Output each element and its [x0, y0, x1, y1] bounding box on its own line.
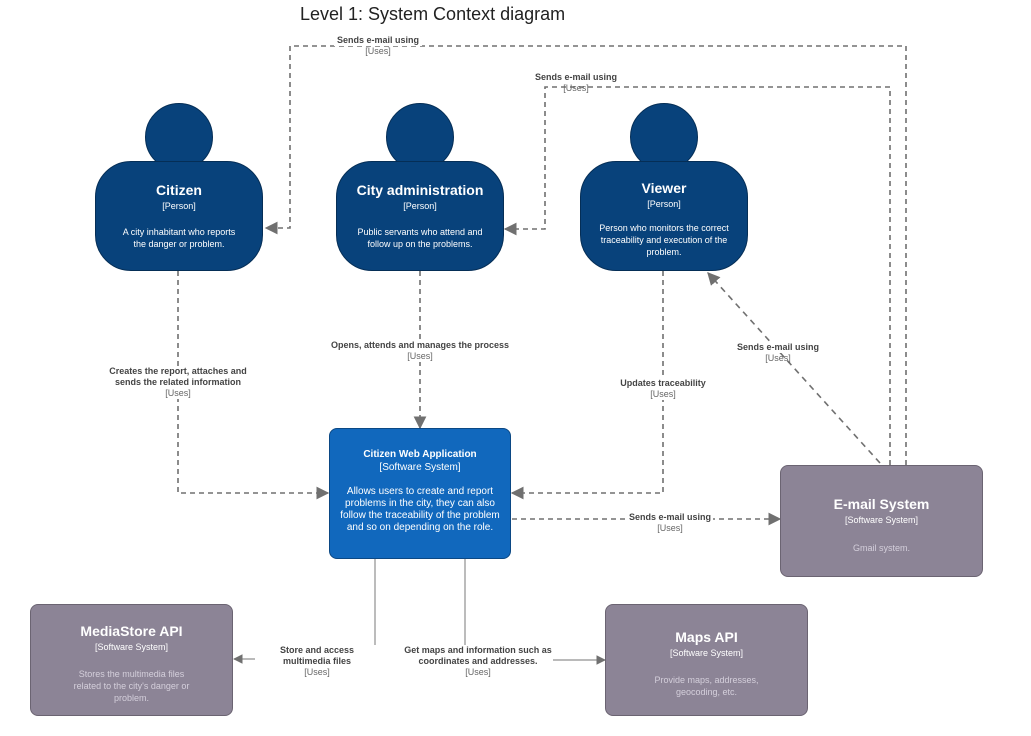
- node-title: Citizen: [156, 182, 202, 198]
- node-kind: [Software System]: [379, 462, 461, 473]
- edge-label-text: Sends e-mail using: [333, 35, 423, 46]
- edge-label-tech: [Uses]: [563, 83, 589, 93]
- node-description: A city inhabitant who reports the danger…: [122, 227, 236, 249]
- edge-label-viewer-webapp: Updates traceability [Uses]: [620, 378, 706, 400]
- node-kind: [Software System]: [94, 642, 169, 652]
- edge-email-viewer: [707, 272, 881, 464]
- system-email[interactable]: E-mail System [Software System] Gmail sy…: [780, 465, 983, 577]
- edge-label-tech: [Uses]: [365, 46, 391, 56]
- node-description: Stores the multimedia files related to t…: [73, 669, 190, 703]
- edge-label-tech: [Uses]: [657, 523, 683, 533]
- system-maps-api[interactable]: Maps API [Software System] Provide maps,…: [605, 604, 808, 716]
- node-title: City administration: [356, 182, 484, 198]
- edge-label-tech: [Uses]: [407, 351, 433, 361]
- person-citizen[interactable]: Citizen [Person] A city inhabitant who r…: [95, 103, 263, 271]
- diagram-title: Level 1: System Context diagram: [300, 4, 566, 24]
- edge-label-tech: [Uses]: [165, 388, 191, 398]
- edge-label-webapp-media: Store and access multimedia files [Uses]: [255, 645, 379, 678]
- edge-label-text: Store and access multimedia files: [279, 645, 355, 666]
- node-kind: [Software System]: [844, 515, 919, 525]
- edge-label-admin-webapp: Opens, attends and manages the process […: [330, 340, 510, 362]
- node-description: Allows users to create and report proble…: [340, 486, 500, 533]
- edge-citizen-webapp: [177, 271, 330, 500]
- node-kind: [Person]: [647, 199, 681, 209]
- edge-label-tech: [Uses]: [765, 353, 791, 363]
- system-citizen-web-application[interactable]: Citizen Web Application [Software System…: [329, 428, 511, 559]
- edge-label-text: Sends e-mail using: [733, 342, 823, 353]
- node-description: Provide maps, addresses, geocoding, etc.: [654, 675, 759, 697]
- node-description: Public servants who attend and follow up…: [357, 227, 483, 249]
- person-head: [145, 103, 213, 171]
- edge-label-email-viewer: Sends e-mail using [Uses]: [733, 342, 823, 364]
- edge-email-citizen: [264, 45, 907, 465]
- node-kind: [Person]: [403, 201, 437, 211]
- node-kind: [Person]: [162, 201, 196, 211]
- edge-label-citizen-webapp: Creates the report, attaches and sends t…: [98, 366, 258, 399]
- edge-label-email-citizen: Sends e-mail using [Uses]: [333, 35, 423, 57]
- edge-label-text: Get maps and information such as coordin…: [404, 645, 552, 666]
- edge-label-webapp-email: Sends e-mail using [Uses]: [626, 512, 714, 534]
- node-title: Viewer: [641, 180, 687, 196]
- node-title: MediaStore API: [80, 623, 183, 639]
- edge-label-email-admin: Sends e-mail using [Uses]: [531, 72, 621, 94]
- edge-label-text: Opens, attends and manages the process: [330, 340, 510, 350]
- edge-label-text: Updates traceability: [620, 378, 706, 388]
- edge-label-tech: [Uses]: [304, 667, 330, 677]
- edge-label-tech: [Uses]: [650, 389, 676, 399]
- node-title: E-mail System: [833, 496, 930, 512]
- system-mediastore-api[interactable]: MediaStore API [Software System] Stores …: [30, 604, 233, 716]
- edge-label-tech: [Uses]: [465, 667, 491, 677]
- node-title: Maps API: [675, 629, 738, 645]
- person-body: Viewer [Person] Person who monitors the …: [580, 161, 748, 271]
- person-city-administration[interactable]: City administration [Person] Public serv…: [336, 103, 504, 271]
- edge-webapp-media: [233, 559, 376, 664]
- edge-label-text: Sends e-mail using: [531, 72, 621, 83]
- edge-label-text: Sends e-mail using: [626, 512, 714, 523]
- edge-label-text: Creates the report, attaches and sends t…: [109, 366, 247, 387]
- person-viewer[interactable]: Viewer [Person] Person who monitors the …: [580, 103, 748, 271]
- node-description: Gmail system.: [852, 543, 910, 553]
- person-body: Citizen [Person] A city inhabitant who r…: [95, 161, 263, 271]
- person-head: [386, 103, 454, 171]
- edge-label-webapp-maps: Get maps and information such as coordin…: [403, 645, 553, 678]
- person-body: City administration [Person] Public serv…: [336, 161, 504, 271]
- node-title: Citizen Web Application: [363, 449, 477, 460]
- node-kind: [Software System]: [669, 648, 744, 658]
- edge-email-admin: [503, 86, 891, 465]
- node-description: Person who monitors the correct traceabi…: [599, 223, 729, 257]
- edge-viewer-webapp: [510, 271, 664, 500]
